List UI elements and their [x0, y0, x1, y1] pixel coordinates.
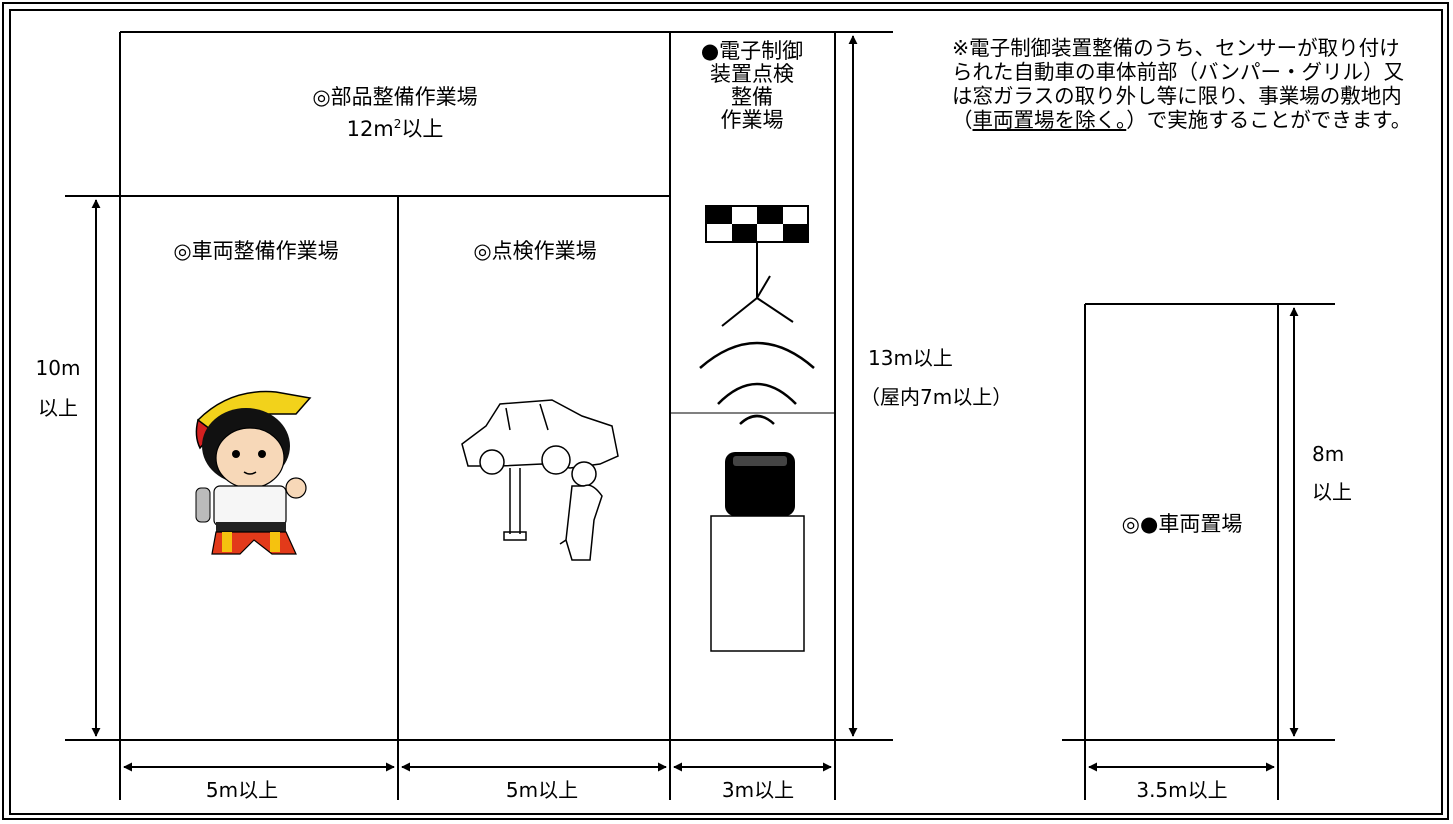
inspection-label: ◎点検作業場 — [473, 239, 596, 263]
dim-5m-b-label: 5m以上 — [506, 778, 578, 802]
parts-area-size: 12m2以上 — [347, 117, 444, 141]
parts-area-size-value: 12m — [347, 117, 394, 141]
electronic-label-4: 作業場 — [721, 108, 784, 132]
parking-label: ◎●車両置場 — [1122, 512, 1243, 536]
electronic-label-2: 装置点検 — [710, 62, 794, 86]
car-lift-mechanic-icon — [461, 399, 619, 561]
electronic-label-1: ●電子制御 — [701, 39, 803, 63]
parts-area-label: ◎部品整備作業場 — [312, 85, 477, 109]
dim-3-5m-label: 3.5m以上 — [1136, 778, 1227, 802]
mechanic-boy-icon — [195, 390, 312, 555]
dim-10m-label-1: 10m — [36, 356, 81, 380]
dim-8m-label-1: 8m — [1312, 442, 1344, 466]
vehicle-maintenance-label: ◎車両整備作業場 — [173, 239, 338, 263]
parts-area-size-sup: 2 — [394, 117, 402, 131]
parking-walls — [1062, 303, 1335, 741]
building-walls — [65, 31, 893, 741]
note-underlined: 車両置場を除く。 — [972, 108, 1127, 132]
dim-5m-a-label: 5m以上 — [206, 778, 278, 802]
dim-13m-label-2: （屋内7m以上） — [860, 385, 1012, 409]
note-suffix: ）で実施することができます。 — [1126, 108, 1412, 132]
note-prefix: ※電子制御装置整備のうち、センサーが取り付けられた自動車の車体前部（バンパー・グ… — [952, 36, 1405, 132]
note-text: ※電子制御装置整備のうち、センサーが取り付けられた自動車の車体前部（バンパー・グ… — [952, 36, 1412, 132]
inner-frame — [9, 9, 1443, 815]
dim-10m-label-2: 以上 — [38, 396, 78, 420]
dim-3m-label: 3m以上 — [722, 778, 794, 802]
dim-8m-label-2: 以上 — [1312, 480, 1352, 504]
parts-area-size-suffix: 以上 — [401, 117, 443, 141]
dim-13m-label-1: 13m以上 — [868, 346, 953, 370]
calibration-target-icon — [705, 205, 809, 327]
car-topview-icon — [710, 452, 805, 652]
electronic-label-3: 整備 — [731, 85, 773, 109]
signal-waves-icon — [699, 341, 815, 425]
